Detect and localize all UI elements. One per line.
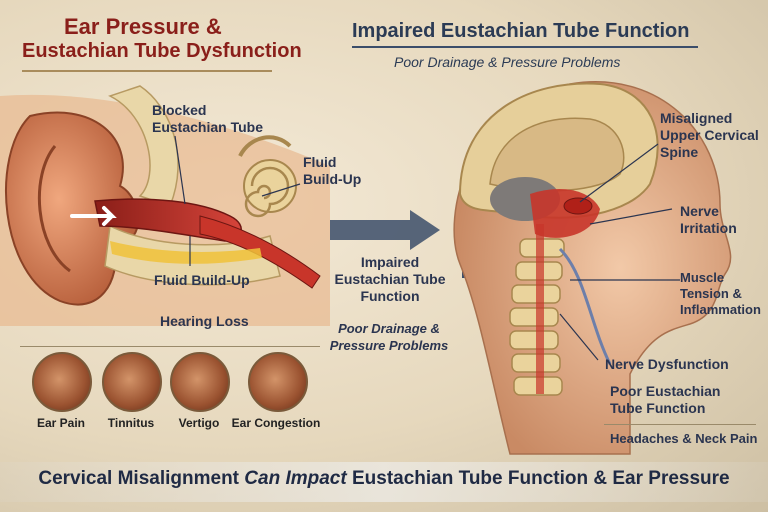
footer-part1: Cervical Misalignment [38, 468, 239, 489]
symptom-vertigo: Vertigo [164, 352, 234, 430]
flow-arrows [330, 210, 440, 250]
symptom-label: Ear Pain [36, 416, 86, 430]
head-spine-illustration [453, 81, 732, 455]
symptoms-top-divider [20, 346, 320, 347]
blocked-tube-label: Blocked Eustachian Tube [152, 102, 263, 135]
right-title-underline [352, 46, 698, 48]
misaligned-spine-label: Misaligned Upper Cervical Spine [660, 110, 759, 160]
vertigo-icon [170, 352, 230, 412]
footer-part2: Can Impact [244, 468, 347, 489]
muscle-tension-label: Muscle Tension & Inflammation [680, 270, 761, 317]
poor-et-function-label: Poor Eustachian Tube Function [610, 383, 721, 416]
ear-congestion-icon [248, 352, 308, 412]
symptom-ear-congestion: Ear Congestion [228, 352, 324, 430]
symptom-tinnitus: Tinnitus [96, 352, 166, 430]
spine-label-divider [604, 424, 756, 425]
footer-part3: Eustachian Tube Function & Ear Pressure [351, 468, 730, 489]
headaches-label: Headaches & Neck Pain [610, 431, 758, 446]
tinnitus-icon [102, 352, 162, 412]
poor-drainage-label: Poor Drainage & Pressure Problems [329, 321, 449, 353]
symptom-ear-pain: Ear Pain [26, 352, 96, 430]
impaired-function-label: Impaired Eustachian Tube Function [334, 254, 446, 304]
left-title-line2: Eustachian Tube Dysfunction [22, 40, 302, 62]
right-title: Impaired Eustachian Tube Function [352, 20, 690, 42]
footer-bar [0, 462, 768, 502]
left-title-underline [22, 70, 272, 72]
fluid-buildup-top-label: Fluid Build-Up [303, 154, 362, 187]
ear-anatomy-illustration [0, 85, 330, 326]
hearing-loss-label: Hearing Loss [160, 313, 249, 329]
left-title-line1: Ear Pressure & [64, 14, 222, 39]
right-subtitle: Poor Drainage & Pressure Problems [394, 54, 621, 70]
symptom-label: Vertigo [178, 416, 220, 430]
fluid-buildup-bottom-label: Fluid Build-Up [154, 272, 250, 288]
nerve-dysfunction-label: Nerve Dysfunction [605, 356, 729, 372]
ear-pain-icon [32, 352, 92, 412]
symptom-label: Ear Congestion [231, 416, 321, 430]
footer-text: Cervical Misalignment Can Impact Eustach… [0, 468, 768, 490]
symptom-label: Tinnitus [107, 416, 155, 430]
nerve-irritation-label: Nerve Irritation [680, 203, 737, 236]
